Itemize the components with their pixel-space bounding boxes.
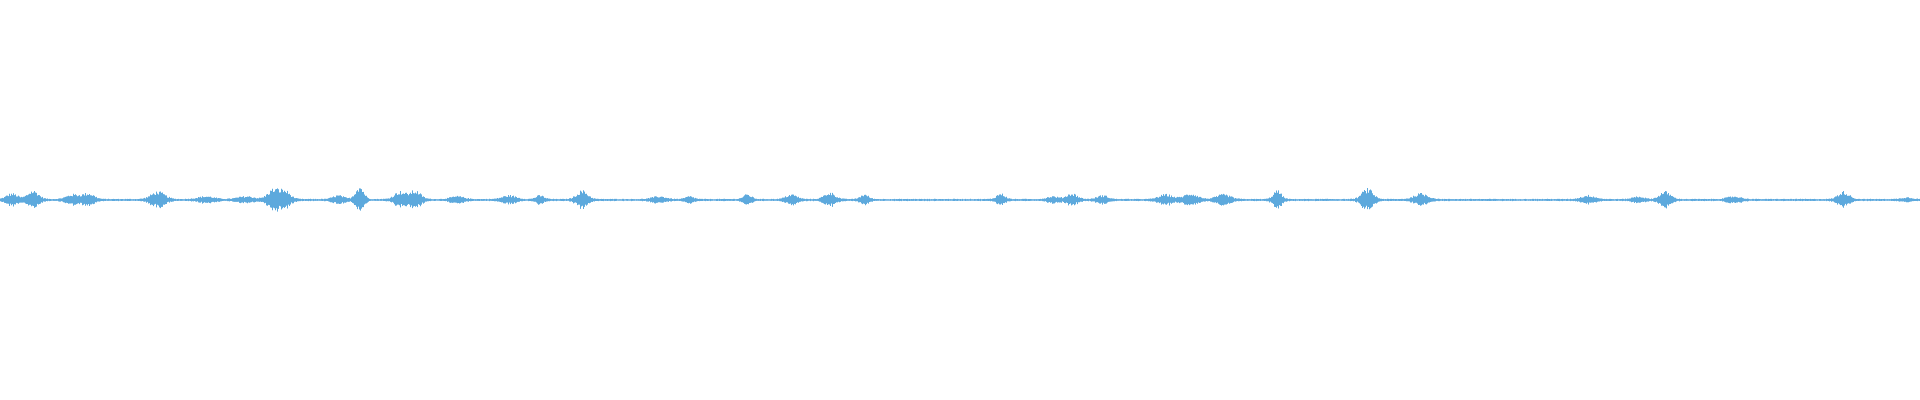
- waveform-series: [0, 187, 1920, 212]
